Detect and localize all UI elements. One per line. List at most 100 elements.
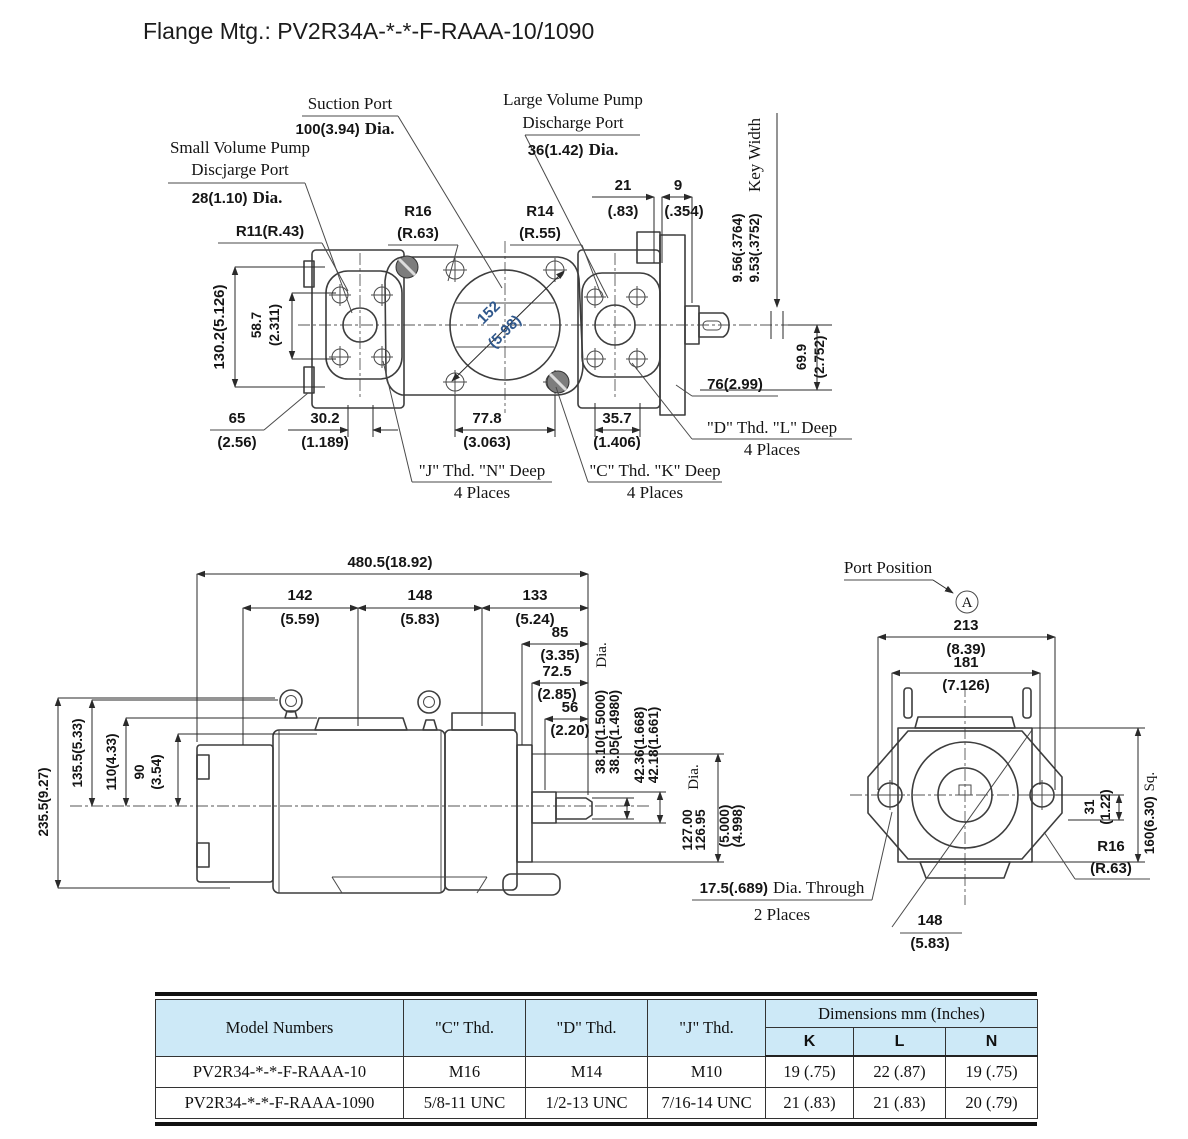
thread-j-places: 4 Places <box>454 483 510 502</box>
port-r16-inch: (R.63) <box>1090 860 1132 877</box>
dim-56-in: (2.20) <box>550 722 589 739</box>
r16-inch: (R.63) <box>397 225 439 242</box>
dim-90-in: (3.54) <box>149 754 164 789</box>
dia-38-1: 38.10(1.5000) <box>593 690 608 774</box>
r14-inch: (R.55) <box>519 225 561 242</box>
side-view-dimensions: 480.5(18.92) 142 (5.59) 148 (5.83) 133 (… <box>36 554 893 924</box>
suction-port-label: Suction Port <box>308 94 393 113</box>
rear-view-bolt-holes <box>329 255 648 394</box>
dim-58-in: (2.311) <box>267 304 282 346</box>
thread-dimensions-table: Model Numbers "C" Thd. "D" Thd. "J" Thd.… <box>155 999 1038 1119</box>
col-header-model-numbers: Model Numbers <box>155 999 404 1057</box>
dim-130: 130.2(5.126) <box>211 284 228 369</box>
dia-127-dia-label: Dia. <box>686 764 702 789</box>
dim-133-in: (5.24) <box>515 611 554 628</box>
dim-85-in: (3.35) <box>540 647 579 664</box>
dim-9-in: (.354) <box>664 203 703 220</box>
key-dim-2: 9.53(.3752) <box>747 213 762 282</box>
j-thd-cell: M10 <box>647 1055 766 1088</box>
dim-69-mm: 69.9 <box>794 344 809 370</box>
col-header-k: K <box>765 1027 854 1057</box>
dim-65-mm: 65 <box>229 410 246 427</box>
dia-127-2: 126.95 <box>693 809 708 851</box>
dim-148-in: (5.83) <box>400 611 439 628</box>
dim-30-in: (1.189) <box>301 434 349 451</box>
col-header-dimensions: Dimensions mm (Inches) <box>765 999 1038 1028</box>
dim-58-mm: 58.7 <box>249 312 264 338</box>
note-17-5: 17.5(.689)Dia. Through <box>700 878 865 897</box>
j-thd-cell: 7/16-14 UNC <box>647 1087 766 1119</box>
dim-142-mm: 142 <box>287 587 312 604</box>
key-width-label: Key Width <box>745 117 764 192</box>
table-row: PV2R34-*-*-F-RAAA-1090 5/8-11 UNC 1/2-13… <box>155 1087 1038 1119</box>
dim-135: 135.5(5.33) <box>70 718 85 787</box>
dim-76: 76(2.99) <box>707 376 763 393</box>
port-dim-148-mm: 148 <box>917 912 942 929</box>
l-dim-cell: 21 (.83) <box>853 1087 946 1119</box>
rear-view-thread-notes: "D" Thd. "L" Deep 4 Places "J" Thd. "N" … <box>382 360 852 502</box>
dim-77-mm: 77.8 <box>472 410 501 427</box>
port-position-label: Port Position <box>844 558 933 577</box>
r14-label: R14 <box>526 203 554 220</box>
port-view-pump-outline <box>867 687 1063 879</box>
dim-72-mm: 72.5 <box>542 663 571 680</box>
thread-d-note: "D" Thd. "L" Deep <box>707 418 837 437</box>
side-view-pump-outline <box>196 689 593 896</box>
port-view-dimensions: 213 (8.39) 181 (7.126) 31 (1.22) 160(6.3… <box>877 617 1158 952</box>
dim-213-in: (8.39) <box>946 641 985 658</box>
dim-21-mm: 21 <box>615 177 632 194</box>
r16-label: R16 <box>404 203 432 220</box>
port-dim-148-in: (5.83) <box>910 935 949 952</box>
k-dim-cell: 21 (.83) <box>765 1087 854 1119</box>
dim-35-in: (1.406) <box>593 434 641 451</box>
col-header-j-thd: "J" Thd. <box>647 999 766 1057</box>
dim-110: 110(4.33) <box>104 733 119 790</box>
dia-42-1: 42.36(1.668) <box>632 707 647 784</box>
dim-148-mm: 148 <box>407 587 432 604</box>
k-dim-cell: 19 (.75) <box>765 1055 854 1088</box>
dim-35-mm: 35.7 <box>602 410 631 427</box>
dim-31-mm: 31 <box>1082 799 1097 815</box>
model-number-cell: PV2R34-*-*-F-RAAA-10 <box>155 1055 404 1088</box>
dim-72-in: (2.85) <box>537 686 576 703</box>
dim-480: 480.5(18.92) <box>347 554 432 571</box>
dim-69-in: (2.752) <box>812 336 827 379</box>
dia-127-4: (4.998) <box>730 805 745 848</box>
col-header-n: N <box>945 1027 1038 1057</box>
port-position-drawing: Port Position A 213 <box>844 558 1158 952</box>
thread-c-places: 4 Places <box>627 483 683 502</box>
d-thd-cell: M14 <box>525 1055 648 1088</box>
table-row: PV2R34-*-*-F-RAAA-10 M16 M14 M10 19 (.75… <box>155 1055 1038 1088</box>
c-thd-cell: M16 <box>403 1055 526 1088</box>
dim-235: 235.5(9.27) <box>36 767 51 836</box>
small-pump-label-1: Small Volume Pump <box>170 138 310 157</box>
dim-213-mm: 213 <box>953 617 978 634</box>
dim-9-mm: 9 <box>674 177 682 194</box>
port-position-callout: Port Position A <box>844 558 979 614</box>
n-dim-cell: 20 (.79) <box>945 1087 1038 1119</box>
dia-38-dia-label: Dia. <box>594 642 610 667</box>
dim-30-mm: 30.2 <box>310 410 339 427</box>
dim-65-in: (2.56) <box>217 434 256 451</box>
dim-31-in: (1.22) <box>1098 789 1113 824</box>
dia-38-2: 38.05(1.4980) <box>607 690 622 774</box>
note-17-5-places: 2 Places <box>754 905 810 924</box>
large-pump-label-1: Large Volume Pump <box>503 90 643 109</box>
dia-42-2: 42.18(1.661) <box>646 707 661 784</box>
rear-view-drawing: Suction Port 100(3.94)Dia. Large Volume … <box>168 90 852 502</box>
thread-c-note: "C" Thd. "K" Deep <box>589 461 720 480</box>
dim-152-mm: 152 <box>474 298 504 328</box>
dim-181-in: (7.126) <box>942 677 990 694</box>
suction-port-size: 100(3.94)Dia. <box>296 119 395 138</box>
c-thd-cell: 5/8-11 UNC <box>403 1087 526 1119</box>
dia-127-1: 127.00 <box>680 809 695 850</box>
l-dim-cell: 22 (.87) <box>853 1055 946 1088</box>
large-pump-size: 36(1.42)Dia. <box>528 140 619 159</box>
port-r16-label: R16 <box>1097 838 1125 855</box>
rear-view-dimensions: 21 (.83) 9 (.354) Key Width 9.56(.3764) … <box>210 113 832 451</box>
large-pump-label-2: Discharge Port <box>522 113 623 132</box>
port-position-marker: A <box>962 595 973 611</box>
thread-dimension-table-wrap: Model Numbers "C" Thd. "D" Thd. "J" Thd.… <box>155 992 1038 1126</box>
col-header-d-thd: "D" Thd. <box>525 999 648 1057</box>
